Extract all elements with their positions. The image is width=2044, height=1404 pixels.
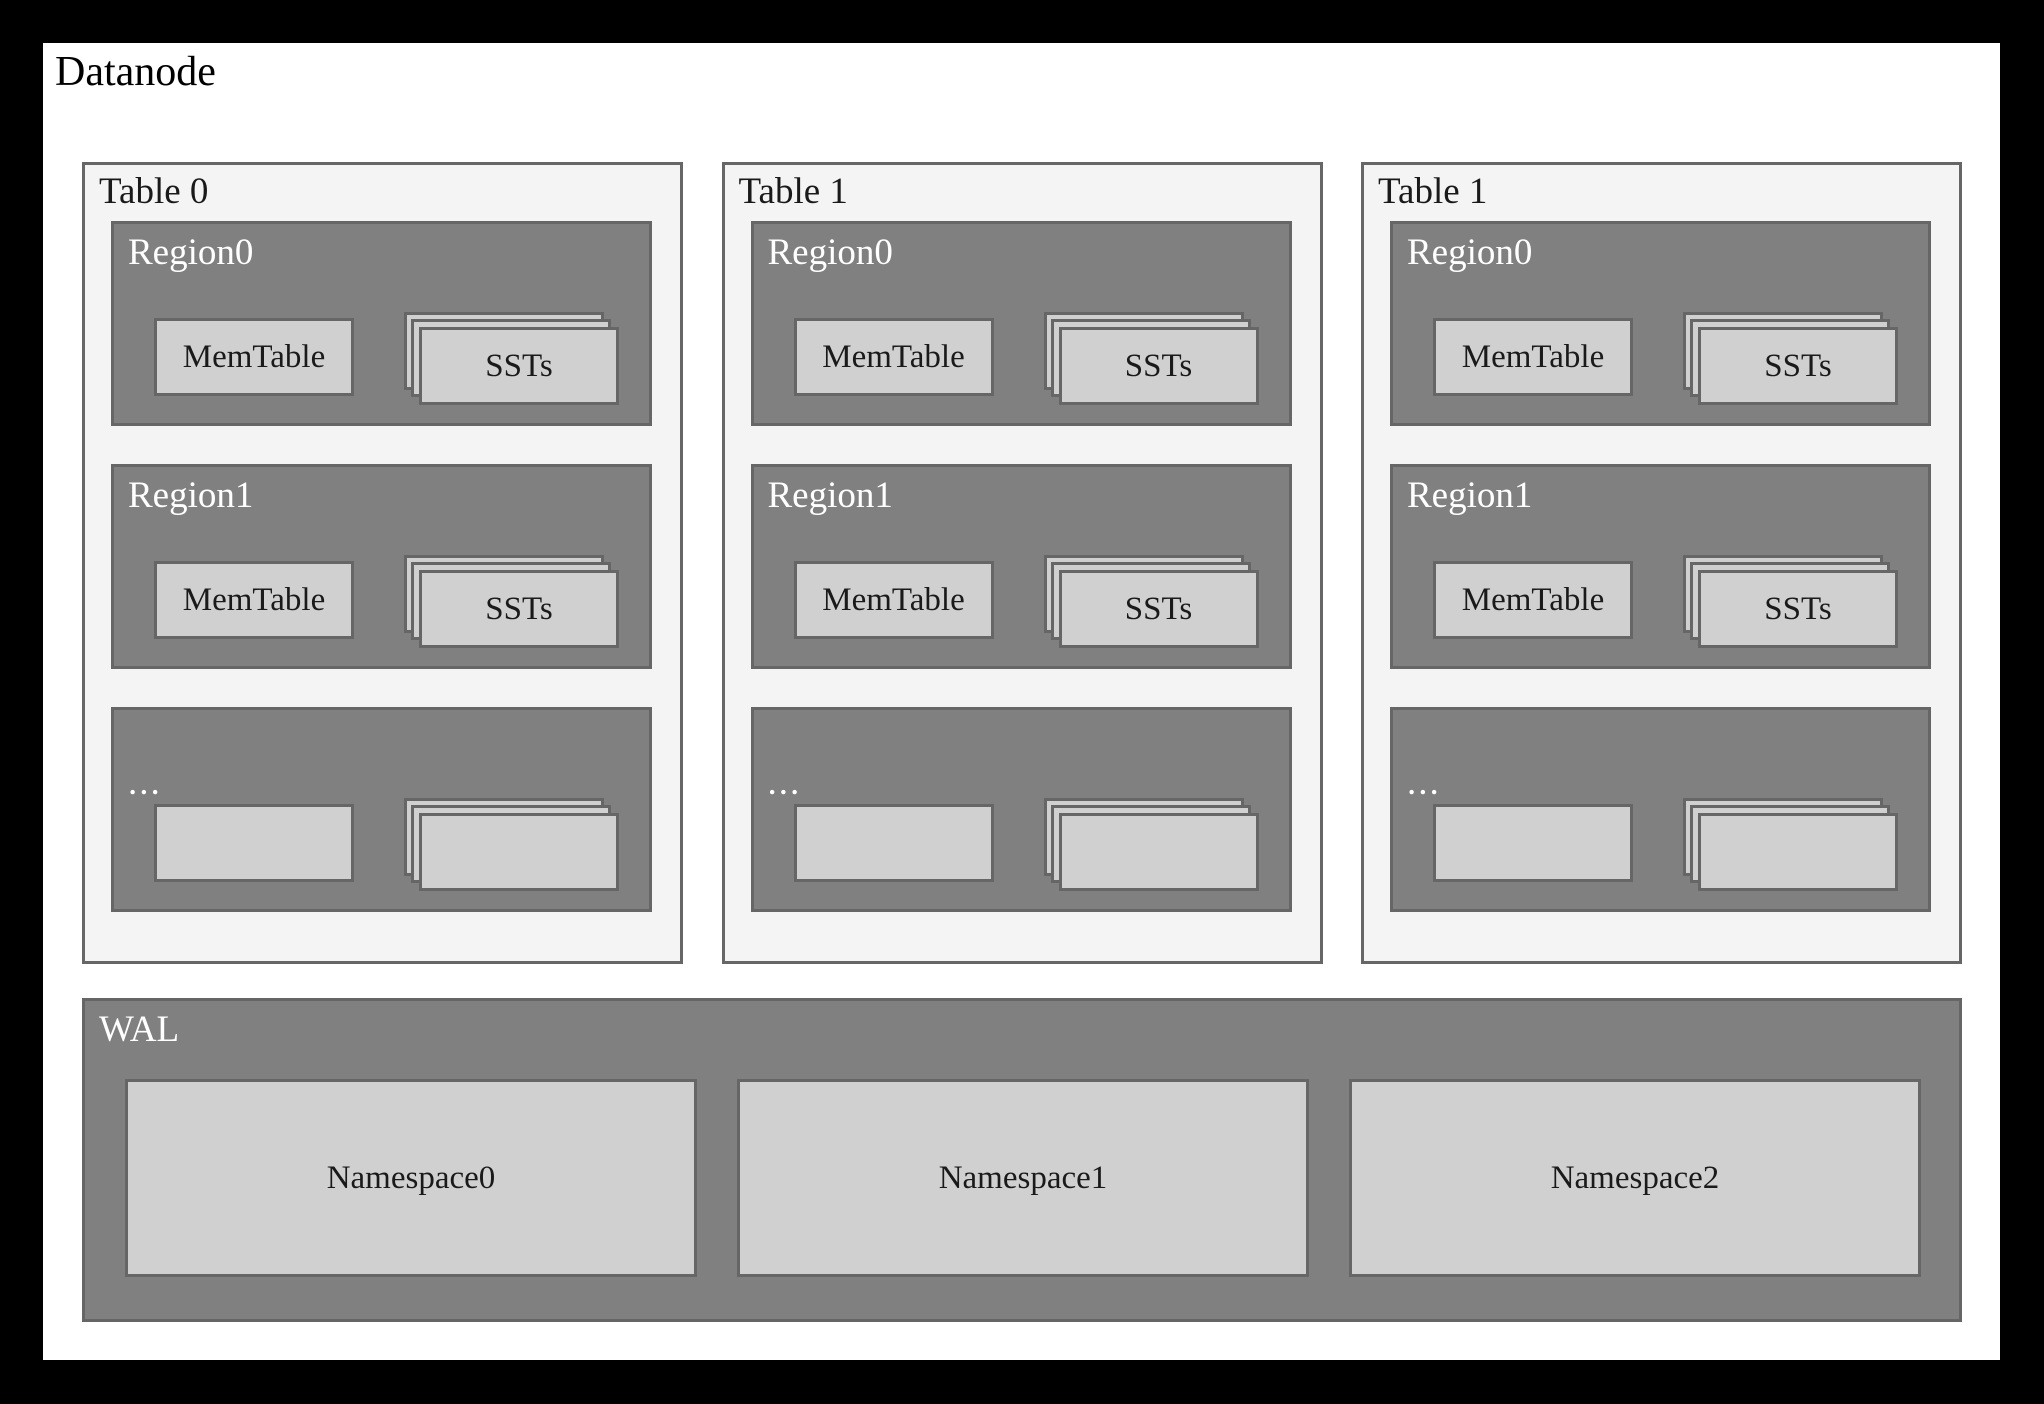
ssts-stack[interactable] (404, 798, 619, 894)
namespace-box-0[interactable]: Namespace0 (125, 1079, 697, 1277)
region-label: Region0 (1407, 232, 1533, 273)
ssts-stack[interactable]: SSTs (404, 555, 619, 651)
memtable-box[interactable]: MemTable (154, 561, 354, 639)
ssts-stack[interactable]: SSTs (1683, 555, 1898, 651)
ssts-stack[interactable] (1683, 798, 1898, 894)
namespace-box-2[interactable]: Namespace2 (1349, 1079, 1921, 1277)
datanode-canvas: Datanode Table 0 Region0 MemTable SSTs (43, 43, 2000, 1360)
region-inner: MemTable SSTs (154, 555, 624, 648)
ssts-stack[interactable] (1043, 798, 1259, 894)
region-inner: MemTable SSTs (793, 555, 1264, 648)
table-label: Table 1 (1378, 171, 1488, 212)
page-title: Datanode (55, 49, 216, 95)
memtable-box[interactable] (154, 804, 354, 882)
memtable-box[interactable]: MemTable (793, 561, 994, 639)
memtable-box[interactable] (793, 804, 994, 882)
ssts-layer-front[interactable] (419, 813, 619, 891)
region-ellipsis-label: ... (128, 762, 162, 803)
ssts-stack[interactable]: SSTs (404, 312, 619, 408)
ssts-stack[interactable]: SSTs (1043, 312, 1259, 408)
memtable-box[interactable]: MemTable (1433, 318, 1633, 396)
memtable-box[interactable]: MemTable (154, 318, 354, 396)
ssts-stack[interactable]: SSTs (1683, 312, 1898, 408)
region-box-0[interactable]: Region0 MemTable SSTs (1390, 221, 1931, 426)
memtable-box[interactable] (1433, 804, 1633, 882)
table-panel-1[interactable]: Table 1 Region0 MemTable SSTs Region1 (721, 162, 1323, 964)
ssts-layer-front[interactable]: SSTs (1058, 327, 1259, 405)
ssts-layer-front[interactable] (1698, 813, 1898, 891)
region-ellipsis-label: ... (1407, 762, 1441, 803)
region-inner: MemTable SSTs (793, 312, 1264, 405)
ssts-layer-front[interactable]: SSTs (1058, 570, 1259, 648)
ssts-layer-front[interactable] (1058, 813, 1259, 891)
ssts-stack[interactable]: SSTs (1043, 555, 1259, 651)
region-box-0[interactable]: Region0 MemTable SSTs (750, 221, 1292, 426)
wal-label: WAL (99, 1009, 180, 1050)
namespaces-row: Namespace0 Namespace1 Namespace2 (125, 1079, 1921, 1277)
region-box-more[interactable]: ... (111, 707, 652, 912)
region-ellipsis-label: ... (767, 762, 802, 803)
table-label: Table 0 (99, 171, 209, 212)
memtable-box[interactable]: MemTable (1433, 561, 1633, 639)
region-inner (154, 798, 624, 891)
regions-stack: Region0 MemTable SSTs Region1 MemTable (750, 221, 1292, 912)
region-inner (793, 798, 1264, 891)
region-label: Region1 (128, 475, 254, 516)
table-panel-2[interactable]: Table 1 Region0 MemTable SSTs Region1 (1361, 162, 1962, 964)
table-panel-0[interactable]: Table 0 Region0 MemTable SSTs Region1 (82, 162, 683, 964)
region-inner: MemTable SSTs (1433, 555, 1903, 648)
regions-stack: Region0 MemTable SSTs Region1 MemTable (111, 221, 652, 912)
region-box-more[interactable]: ... (750, 707, 1292, 912)
region-label: Region0 (767, 232, 893, 273)
region-inner: MemTable SSTs (154, 312, 624, 405)
ssts-layer-front[interactable]: SSTs (419, 570, 619, 648)
region-label: Region0 (128, 232, 254, 273)
region-label: Region1 (767, 475, 893, 516)
table-label: Table 1 (738, 171, 848, 212)
region-box-1[interactable]: Region1 MemTable SSTs (1390, 464, 1931, 669)
memtable-box[interactable]: MemTable (793, 318, 994, 396)
ssts-layer-front[interactable]: SSTs (1698, 570, 1898, 648)
regions-stack: Region0 MemTable SSTs Region1 MemTable (1390, 221, 1931, 912)
region-box-1[interactable]: Region1 MemTable SSTs (111, 464, 652, 669)
tables-row: Table 0 Region0 MemTable SSTs Region1 (82, 162, 1962, 964)
ssts-layer-front[interactable]: SSTs (419, 327, 619, 405)
region-label: Region1 (1407, 475, 1533, 516)
region-box-0[interactable]: Region0 MemTable SSTs (111, 221, 652, 426)
region-inner (1433, 798, 1903, 891)
wal-box[interactable]: WAL Namespace0 Namespace1 Namespace2 (82, 998, 1962, 1322)
region-inner: MemTable SSTs (1433, 312, 1903, 405)
namespace-box-1[interactable]: Namespace1 (737, 1079, 1309, 1277)
region-box-1[interactable]: Region1 MemTable SSTs (750, 464, 1292, 669)
region-box-more[interactable]: ... (1390, 707, 1931, 912)
ssts-layer-front[interactable]: SSTs (1698, 327, 1898, 405)
